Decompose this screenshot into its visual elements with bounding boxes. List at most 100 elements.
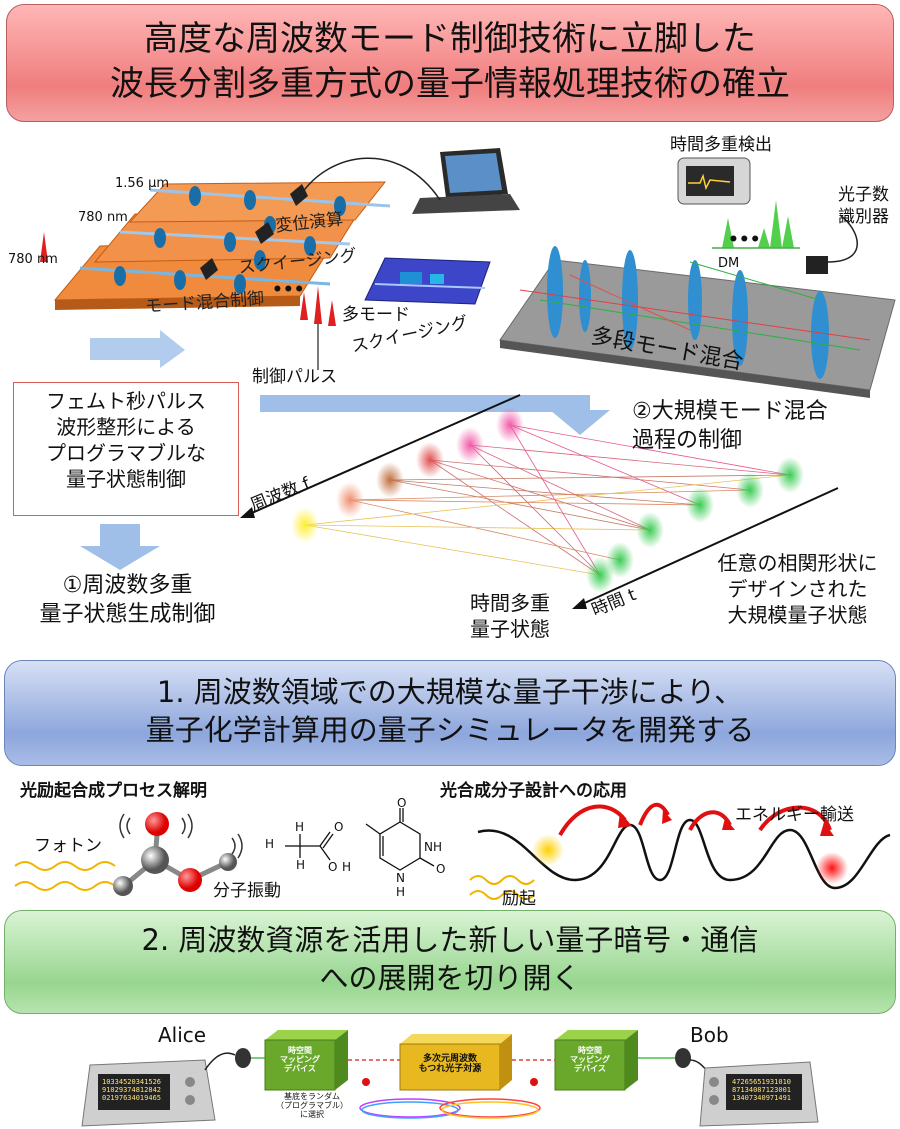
atom-h-1: H (265, 837, 275, 851)
multimode-label-1: 多モード (342, 305, 410, 325)
time-mux-line-2: 量子状態 (470, 617, 550, 641)
time-axis (577, 487, 839, 607)
frequency-modes (291, 407, 524, 543)
designed-state-label: 任意の相関形状に デザインされた 大規模量子状態 (700, 550, 895, 628)
atom-h-5: H (396, 885, 406, 899)
acceptor-state-glow (816, 852, 848, 884)
atom-o-4: O (436, 862, 446, 876)
title-line-1: 高度な周波数モード制御技術に立脚した (144, 19, 756, 59)
mapping-right-line-3: デバイス (574, 1064, 606, 1074)
crystals (200, 184, 308, 280)
source-label: 多次元周波数 もつれ光子対源 (400, 1054, 500, 1075)
wavelength-label-1: 1.56 μm (115, 176, 170, 191)
designed-line-1: 任意の相関形状に (717, 551, 878, 575)
shaping-line-4: 量子状態制御 (66, 467, 186, 491)
time-multiplex-detection-label: 時間多重検出 (670, 135, 772, 155)
goal-1-banner: 1. 周波数領域での大規模な量子干渉により、 量子化学計算用の量子シミュレータを… (4, 660, 896, 766)
laptop-icon (299, 148, 520, 214)
communication-illustration (81, 1030, 819, 1127)
photon-wave-icon (14, 861, 116, 891)
arrow-step2-icon (260, 395, 610, 435)
mapping-right-line-1: 時空間 (578, 1046, 602, 1055)
mapping-left-line-2: マッピング (280, 1055, 320, 1065)
bob-screen: 47265651931010 87134087123001 1340734097… (732, 1078, 791, 1102)
mapping-device-left-icon (264, 1030, 348, 1091)
designed-line-2: デザインされた (727, 577, 868, 601)
mapping-device-right-icon (554, 1030, 638, 1091)
multistage-mixing-table (499, 246, 896, 398)
atom-o-3: O (397, 796, 407, 810)
energy-transfer-label: エネルギー輸送 (735, 805, 854, 825)
photon-label: フォトン (34, 836, 102, 856)
goal-2-line-2: への展開を切り開く (319, 961, 581, 996)
alice-label: Alice (158, 1023, 207, 1047)
basis-label: 基底をランダム （プログラマブル） に選択 (262, 1092, 362, 1120)
wavelength-label-2: 780 nm (78, 210, 128, 225)
time-mux-line-1: 時間多重 (470, 591, 550, 615)
atom-n: N (396, 871, 405, 885)
atom-o-2: O (328, 860, 338, 874)
bob-screen-line-3: 13407340971491 (732, 1094, 792, 1103)
bob-label: Bob (690, 1023, 729, 1047)
vibration-label: 分子振動 (213, 881, 281, 901)
shaping-line-3: プログラマブルな (46, 441, 206, 465)
step2-label: ②大規模モード混合 過程の制御 (632, 398, 828, 455)
detection-dots: ••• (728, 230, 761, 250)
atom-o-1: O (334, 820, 344, 834)
atom-h-3: H (296, 858, 306, 872)
designed-line-3: 大規模量子状態 (727, 603, 868, 627)
arrow-step1-icon (80, 524, 160, 570)
wavelength-label-3: 780 nm (8, 252, 58, 267)
bob-screen-line-1: 47265651931010 (732, 1078, 792, 1086)
excited-state-glow (532, 834, 564, 866)
bob-device-icon (699, 1061, 819, 1127)
oscilloscope-icon (677, 157, 751, 205)
bob-detector-icon (675, 1048, 691, 1068)
atom-h-4: H (342, 860, 352, 874)
mapping-left-label: 時空間 マッピング デバイス (265, 1046, 335, 1074)
basis-line-3: に選択 (300, 1110, 324, 1120)
setup-dots: ••• (272, 280, 305, 300)
acetic-acid-structure-icon (285, 831, 334, 861)
alice-screen: 10334520341526 91029374812842 0219763401… (102, 1078, 161, 1102)
basis-line-1: 基底をランダム (284, 1092, 340, 1101)
atom-nh: NH (424, 840, 442, 854)
control-pulses (40, 232, 336, 326)
mapping-right-line-2: マッピング (570, 1055, 610, 1065)
mapping-left-line-3: デバイス (284, 1064, 316, 1074)
mapping-left-line-1: 時空間 (288, 1046, 312, 1055)
arrow-left-icon (90, 330, 185, 368)
alice-screen-line-2: 91029374812842 (102, 1086, 162, 1095)
shaping-line-1: フェムト秒パルス (46, 389, 206, 413)
photon-number-label-1: 光子数 (838, 185, 889, 205)
setup-illustration (40, 148, 896, 609)
mapping-right-label: 時空間 マッピング デバイス (555, 1046, 625, 1074)
control-pulse-label: 制御パルス (252, 367, 337, 387)
frequency-rings (359, 1098, 541, 1119)
source-line-1: 多次元周波数 (422, 1054, 477, 1064)
goal-2-line-1: 2. 周波数資源を活用した新しい量子暗号・通信 (141, 923, 759, 957)
step1-line-2: 量子状態生成制御 (39, 601, 216, 627)
goal-1-line-1: 1. 周波数領域での大規模な量子干渉により、 (156, 675, 744, 709)
excitation-wave-icon (469, 875, 535, 900)
vibration-marks-icon (119, 813, 243, 859)
title-line-2: 波長分割多重方式の量子情報処理技術の確立 (110, 63, 790, 104)
dm-label-1: DM (718, 256, 740, 271)
goal-2-banner: 2. 周波数資源を活用した新しい量子暗号・通信 への展開を切り開く (4, 910, 896, 1014)
atom-h-2: H (295, 820, 305, 834)
title-banner: 高度な周波数モード制御技術に立脚した 波長分割多重方式の量子情報処理技術の確立 (6, 4, 894, 122)
chemistry-illustration (14, 802, 891, 900)
alice-device-icon (81, 1059, 216, 1127)
acetic-acid-model-icon (113, 812, 237, 896)
time-modes (586, 457, 804, 593)
entangled-source-icon (399, 1034, 512, 1091)
alice-screen-line-1: 10334520341526 (102, 1078, 162, 1086)
source-line-2: もつれ光子対源 (418, 1064, 482, 1075)
pulse-shaping-box: フェムト秒パルス 波形整形による プログラマブルな 量子状態制御 (13, 382, 239, 516)
thymine-structure-icon (365, 808, 435, 871)
step2-line-1: ②大規模モード混合 (632, 399, 828, 424)
step1-line-1: ①周波数多重 (62, 573, 193, 598)
time-mux-label: 時間多重 量子状態 (455, 590, 565, 642)
correlation-lines (304, 424, 791, 576)
chem-heading-right: 光合成分子設計への応用 (440, 781, 627, 801)
